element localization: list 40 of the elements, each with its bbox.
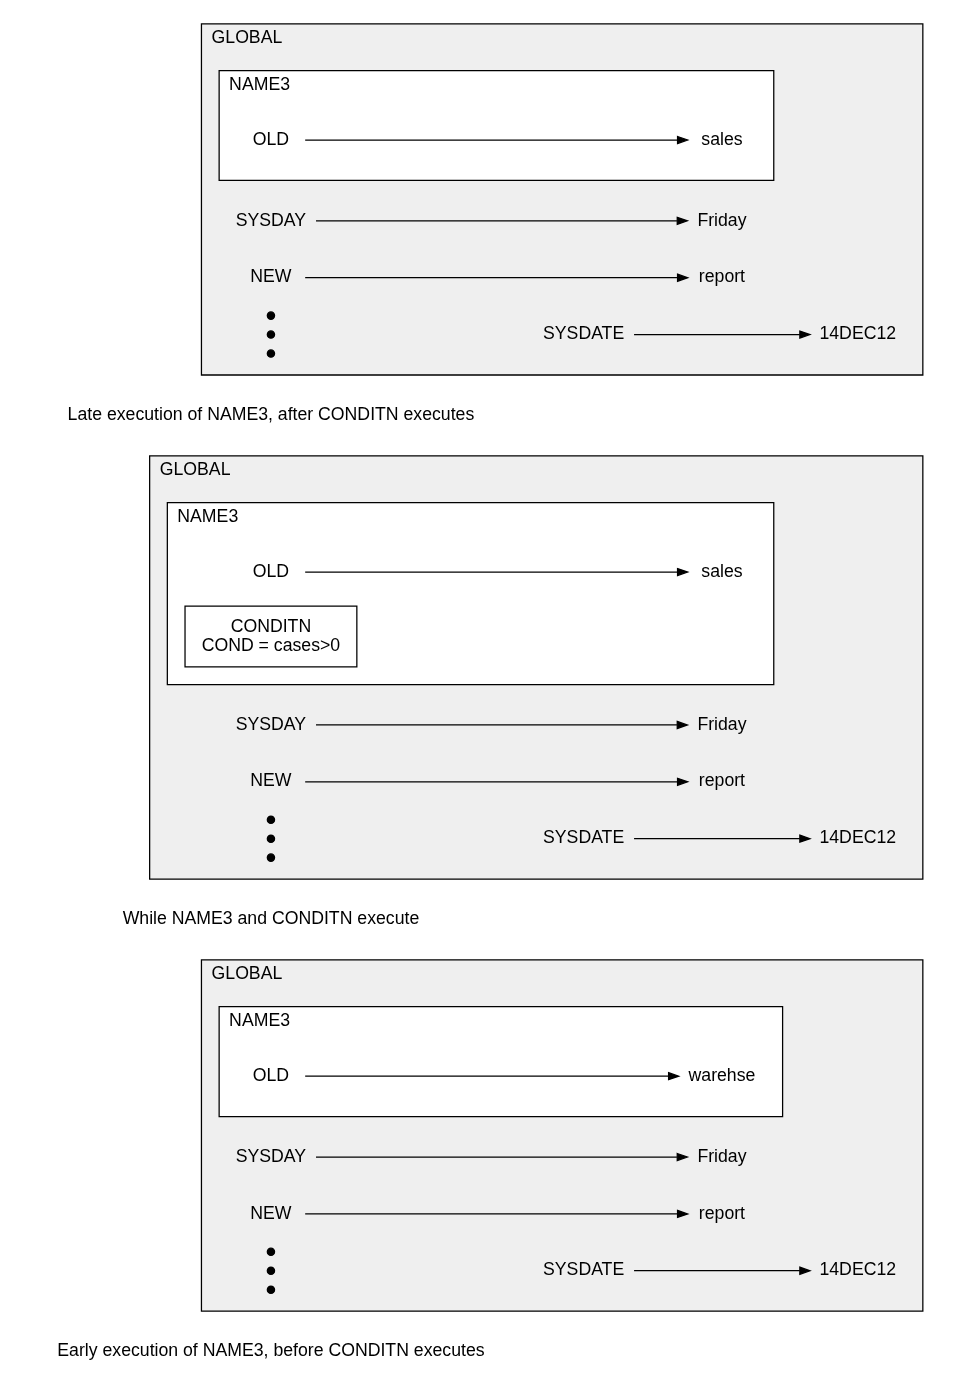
node-text: SYSDATE [543,827,625,848]
arrow [315,1152,690,1162]
arrow [304,777,690,787]
arrow [633,834,812,844]
node-label: Late execution of NAME3, after CONDITN executes [67,404,475,425]
node-label: Early execution of NAME3, before CONDITN executes [57,1340,485,1361]
node-text: NEW [250,770,292,791]
node-text: sales [701,560,743,581]
node-text: Friday [697,713,747,734]
node-text: SYSDAY [235,713,307,734]
node-text: 14DEC12 [819,1259,897,1280]
node-text: report [698,266,746,287]
node-text: SYSDAY [235,209,307,230]
node-text: sales [701,128,743,149]
arrow [315,720,690,730]
arrow [633,330,812,339]
arrow [633,1266,812,1276]
arrow [304,273,690,283]
node-box: CONDITN COND = cases>0 [184,605,358,668]
arrow [304,567,690,577]
node-text: warehse [688,1064,756,1085]
node-text: report [698,1202,746,1223]
node-text: Friday [697,209,747,230]
node-text: SYSDATE [543,323,625,344]
node-text: 14DEC12 [819,323,897,344]
arrow [304,1071,681,1081]
node-text: NEW [250,266,292,287]
node-text: Friday [697,1145,747,1166]
node-text: NEW [250,1202,292,1223]
node-text: SYSDATE [543,1259,625,1280]
node-text: report [698,770,746,791]
node-text: 14DEC12 [819,827,897,848]
node-text: SYSDAY [235,1145,307,1166]
arrow [315,216,690,226]
node-text: OLD [252,560,290,581]
node-text: OLD [252,128,290,149]
arrow [304,135,690,145]
node-label: While NAME3 and CONDITN execute [122,908,420,929]
arrow [304,1209,690,1219]
node-text: OLD [252,1064,290,1085]
